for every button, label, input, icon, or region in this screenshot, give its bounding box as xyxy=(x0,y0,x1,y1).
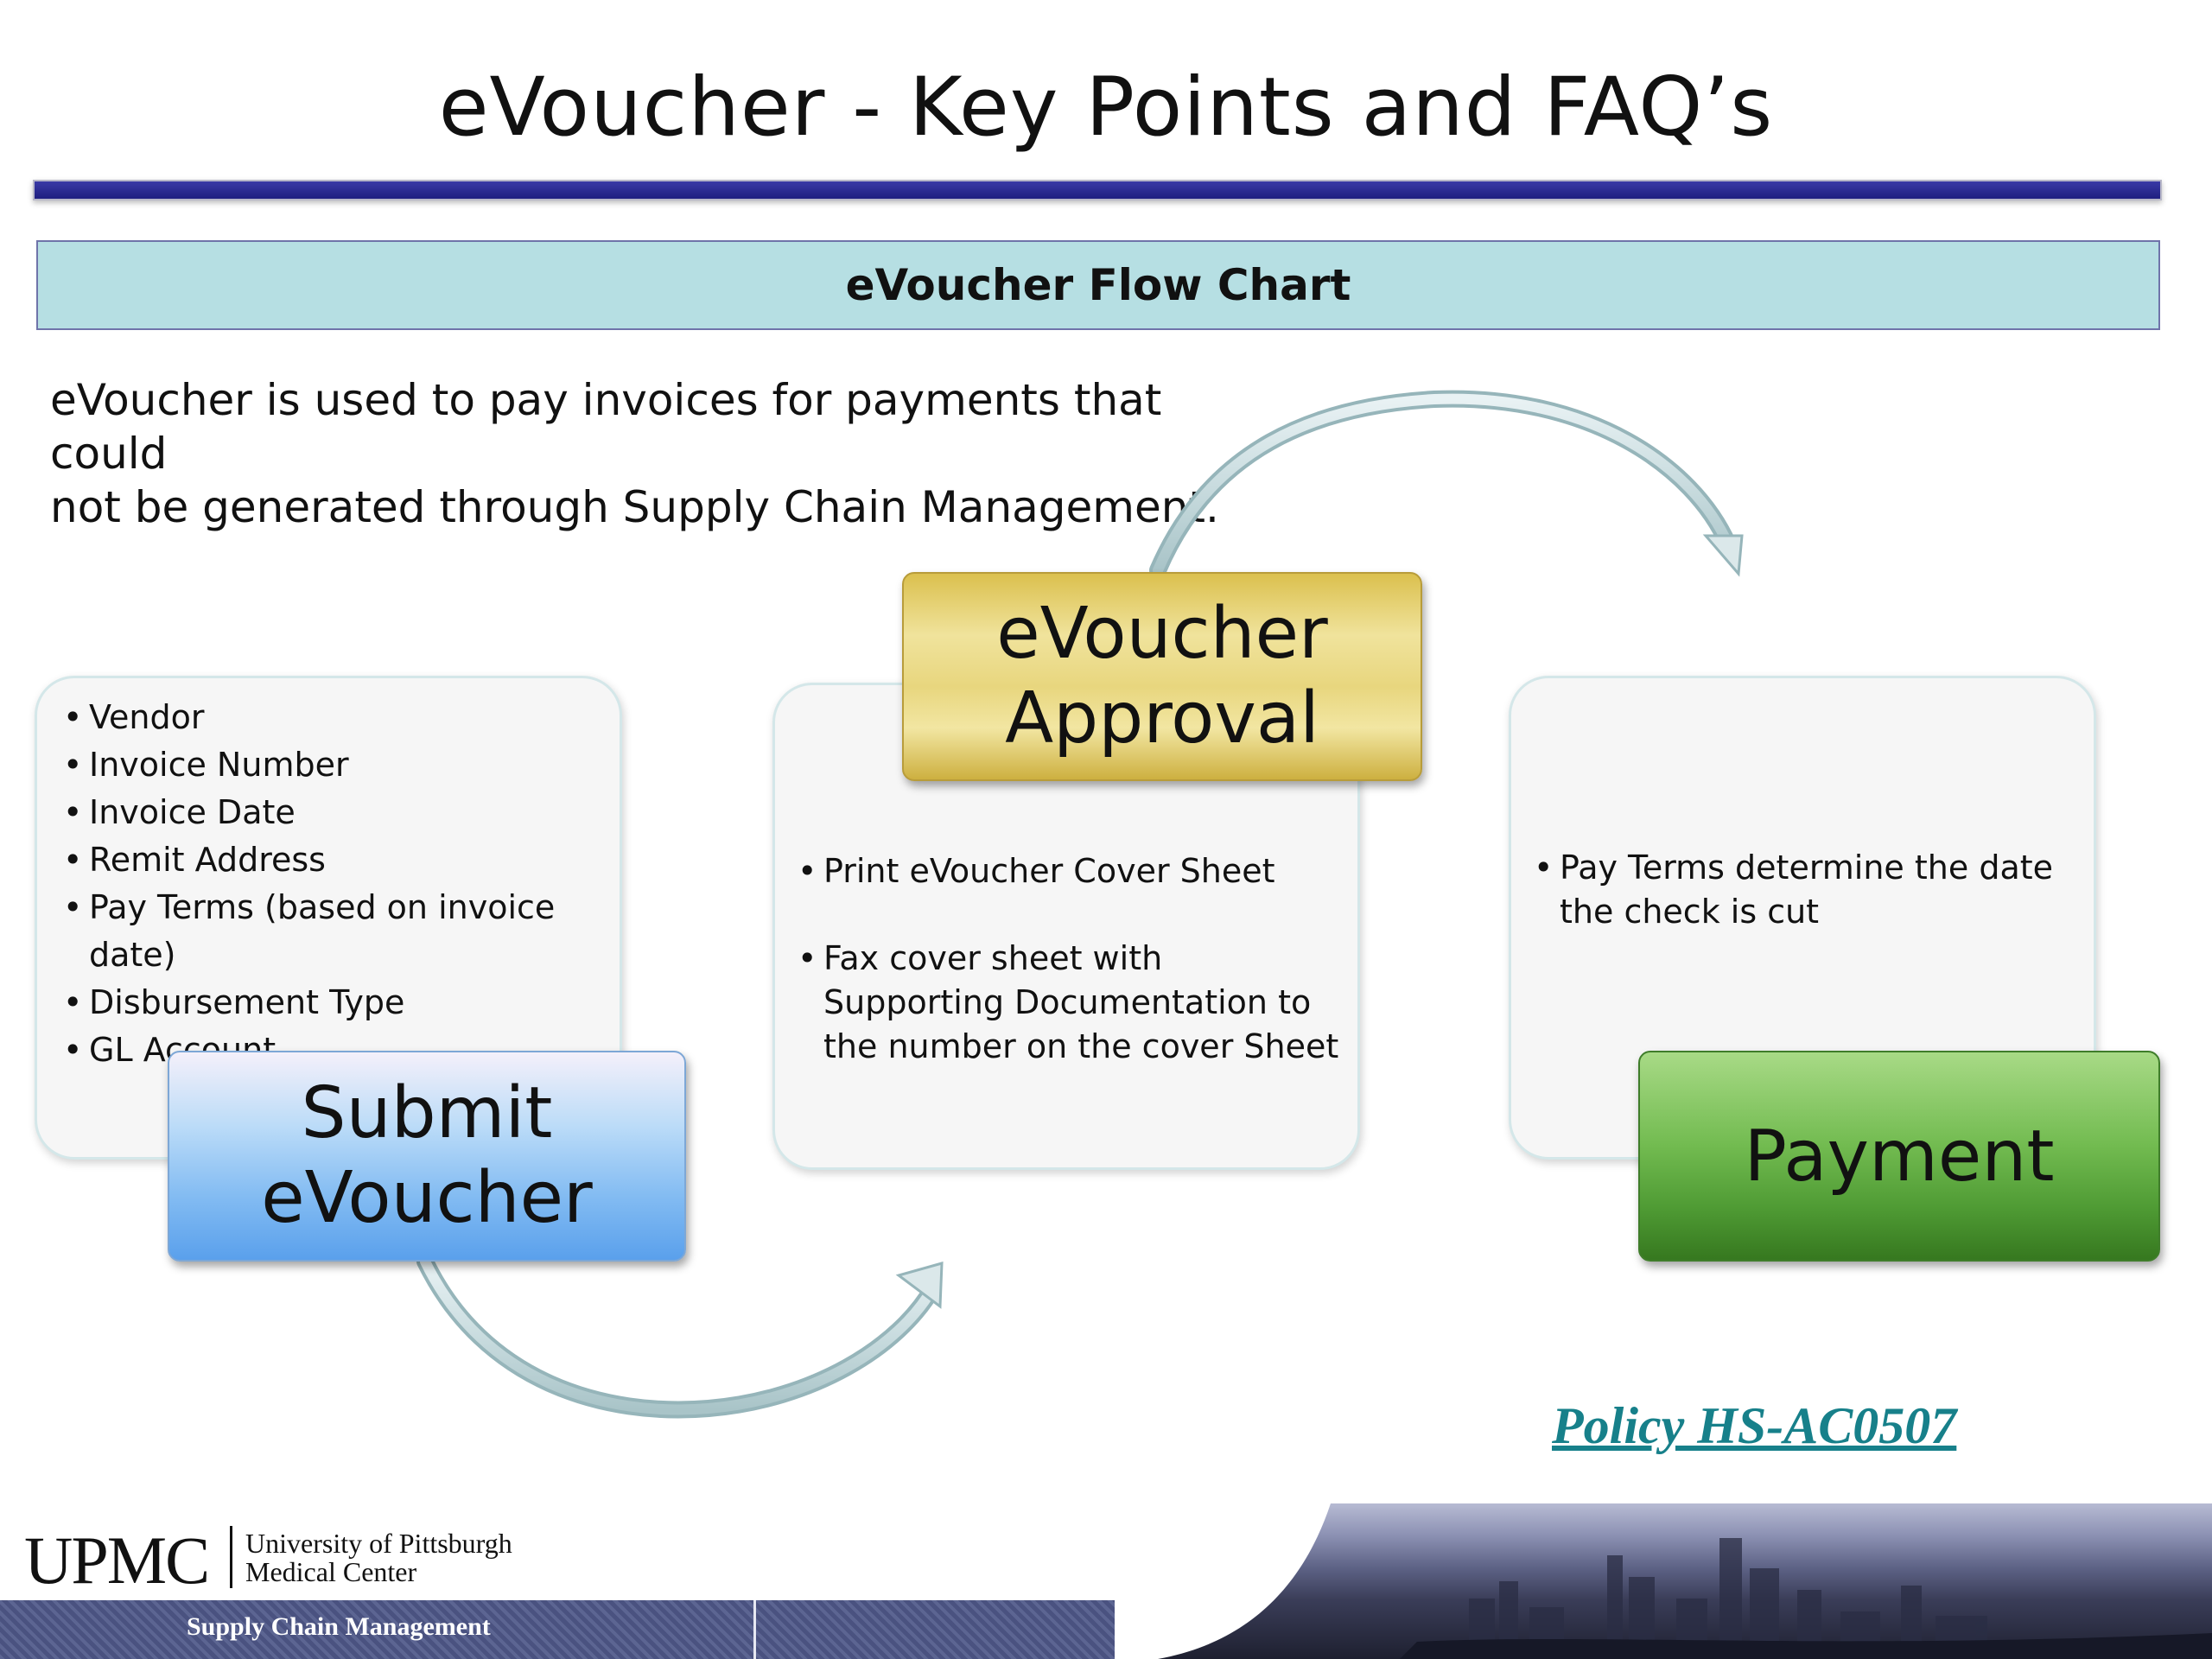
approval-details-list: Print eVoucher Cover Sheet Fax cover she… xyxy=(792,849,1345,1112)
title-rule xyxy=(33,180,2162,200)
stage-label-line: eVoucher xyxy=(996,593,1328,675)
flow-chart-header-label: eVoucher Flow Chart xyxy=(845,260,1351,310)
payment-details-list: Pay Terms determine the date the check i… xyxy=(1529,846,2082,934)
flow-chart-header: eVoucher Flow Chart xyxy=(36,240,2160,330)
submit-details-list: Vendor Invoice Number Invoice Date Remit… xyxy=(58,694,620,1074)
list-item: Print eVoucher Cover Sheet xyxy=(792,849,1345,893)
stage-submit-evoucher: Submit eVoucher xyxy=(168,1051,686,1262)
stage-label-line: Approval xyxy=(1005,677,1319,760)
stage-label: Payment xyxy=(1744,1115,2055,1198)
list-item: Vendor xyxy=(58,694,620,741)
list-item: Invoice Number xyxy=(58,741,620,789)
stage-label-line: eVoucher xyxy=(261,1157,593,1239)
footer: Supply Chain Management UPMC University … xyxy=(0,1503,2212,1659)
upmc-logo: UPMC xyxy=(24,1522,210,1598)
list-item: Fax cover sheet with Supporting Document… xyxy=(792,937,1345,1069)
list-item: Pay Terms (based on invoice date) xyxy=(58,884,620,979)
logo-subtitle-line: Medical Center xyxy=(245,1556,417,1587)
intro-line: not be generated through Supply Chain Ma… xyxy=(50,482,1219,532)
logo-divider xyxy=(230,1526,232,1588)
logo-subtitle: University of Pittsburgh Medical Center xyxy=(245,1529,512,1586)
arrow-submit-to-approval xyxy=(416,1253,944,1419)
intro-text: eVoucher is used to pay invoices for pay… xyxy=(50,373,1277,534)
policy-link[interactable]: Policy HS-AC0507 xyxy=(1552,1397,1957,1454)
footer-department: Supply Chain Management xyxy=(187,1612,491,1641)
footer-divider xyxy=(753,1600,756,1659)
list-item: Pay Terms determine the date the check i… xyxy=(1529,846,2082,934)
list-item: Disbursement Type xyxy=(58,979,620,1027)
logo-subtitle-line: University of Pittsburgh xyxy=(245,1528,512,1559)
list-item: Remit Address xyxy=(58,836,620,884)
stage-evoucher-approval: eVoucher Approval xyxy=(902,572,1422,781)
skyline-buildings xyxy=(1400,1538,2212,1659)
intro-line: eVoucher is used to pay invoices for pay… xyxy=(50,375,1162,479)
stage-payment: Payment xyxy=(1638,1051,2160,1262)
footer-strip xyxy=(0,1600,1115,1659)
slide-title: eVoucher - Key Points and FAQ’s xyxy=(438,60,1774,155)
stage-label-line: Submit xyxy=(301,1072,553,1154)
list-item: Invoice Date xyxy=(58,789,620,836)
